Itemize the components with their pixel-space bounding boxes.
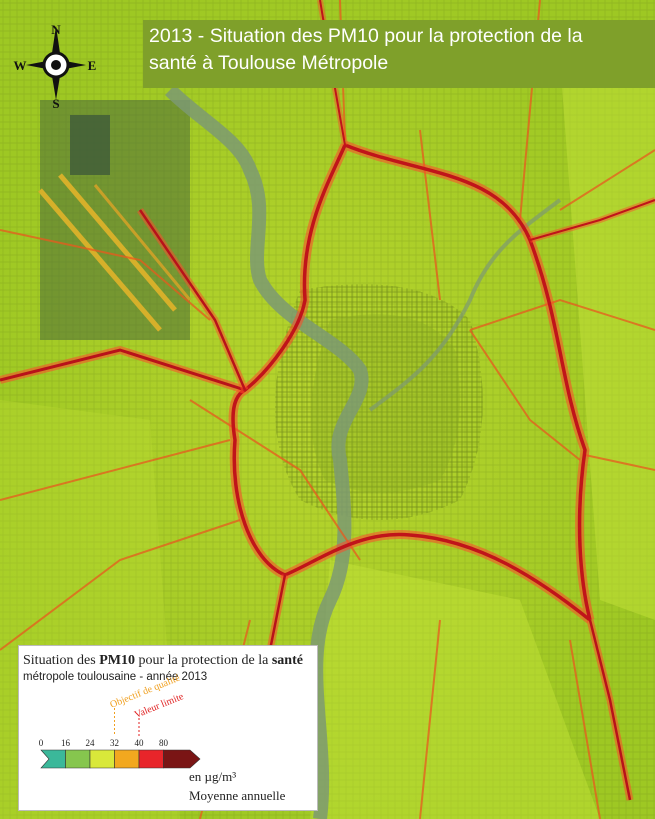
legend-class-swatch bbox=[114, 749, 140, 769]
legend-tick-label: 80 bbox=[159, 738, 169, 748]
map-title-banner: 2013 - Situation des PM10 pour la protec… bbox=[143, 20, 655, 88]
legend-class-swatch bbox=[138, 749, 164, 769]
legend-title: Situation des PM10 pour la protection de… bbox=[23, 653, 315, 669]
compass-label-south: S bbox=[52, 96, 59, 110]
legend-title-prefix: Situation des bbox=[23, 653, 100, 668]
compass-needle-north bbox=[51, 26, 61, 60]
legend-tick-label: 24 bbox=[86, 738, 96, 748]
compass-rose: N S W E bbox=[14, 22, 97, 110]
legend-panel: Situation des PM10 pour la protection de… bbox=[18, 645, 318, 811]
legend-class-swatch bbox=[163, 749, 201, 769]
compass-label-east: E bbox=[88, 58, 97, 73]
legend-tick-label: 16 bbox=[61, 738, 71, 748]
legend-class-swatch bbox=[65, 749, 91, 769]
map-title-line-1: 2013 - Situation des PM10 pour la protec… bbox=[149, 25, 583, 47]
legend-note: Moyenne annuelle bbox=[189, 788, 286, 803]
legend-title-middle: pour la protection de la bbox=[135, 653, 272, 668]
legend-unit: en µg/m³ bbox=[189, 769, 237, 784]
legend-title-pollutant: PM10 bbox=[99, 653, 135, 668]
compass-label-west: W bbox=[14, 58, 27, 73]
airport bbox=[38, 100, 192, 340]
ring-road bbox=[228, 140, 595, 624]
low-concentration-zone-east bbox=[560, 40, 655, 620]
compass-center bbox=[51, 60, 61, 70]
map-title-line-2: santé à Toulouse Métropole bbox=[149, 52, 389, 74]
legend-tick-label: 0 bbox=[39, 738, 44, 748]
legend-class-swatch bbox=[40, 749, 66, 769]
garonne-river bbox=[165, 85, 369, 819]
legend-subtitle: métropole toulousaine - année 2013 bbox=[23, 671, 208, 683]
legend-class-swatch bbox=[89, 749, 115, 769]
compass-label-north: N bbox=[51, 22, 61, 37]
low-concentration-zone-south bbox=[310, 560, 600, 819]
legend-tick-label: 32 bbox=[110, 738, 119, 748]
legend-title-theme: santé bbox=[271, 653, 303, 668]
legend-tick-label: 40 bbox=[135, 738, 145, 748]
